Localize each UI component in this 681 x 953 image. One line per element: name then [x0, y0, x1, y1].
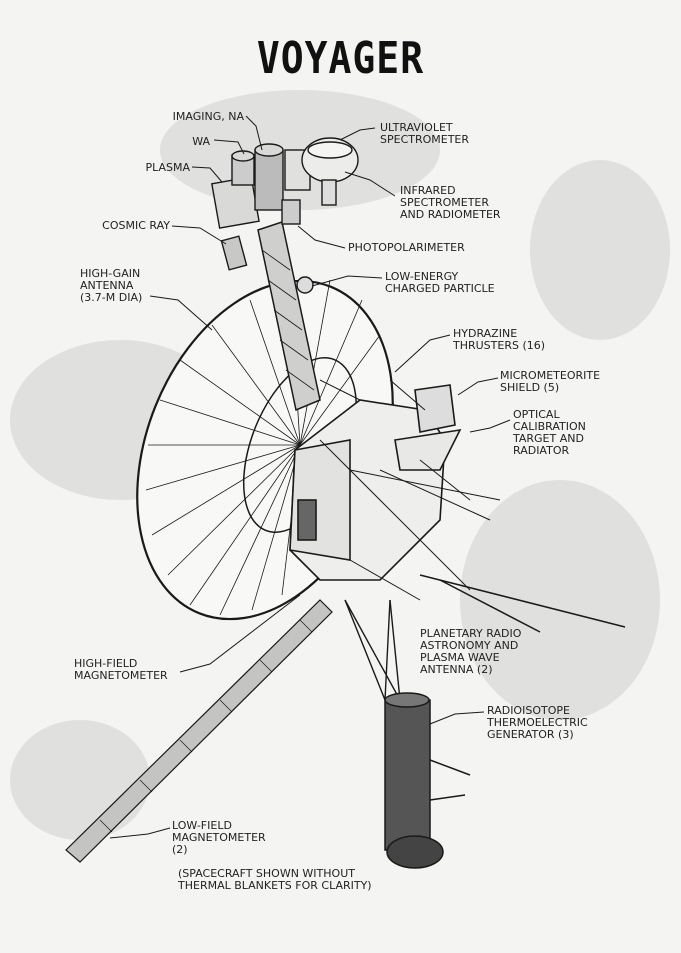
rtg-cylinders [384, 692, 471, 869]
label-high-gain-antenna: HIGH-GAIN ANTENNA (3.7-m DIA) [80, 267, 143, 304]
spacecraft-bus [289, 379, 501, 601]
label-plasma: PLASMA [145, 161, 190, 174]
label-planetary-radio: PLANETARY RADIO ASTRONOMY AND PLASMA WAV… [420, 627, 522, 676]
label-micrometeorite-shield: MICROMETEORITE SHIELD (5) [500, 369, 601, 394]
rtg-boom [344, 599, 401, 701]
magnetometer-boom [65, 599, 333, 863]
leader-lines [109, 115, 511, 839]
label-imaging-na: IMAGING, NA [172, 110, 244, 123]
label-rtg: RADIOISOTOPE THERMOELECTRIC GENERATOR (3… [487, 704, 588, 741]
label-hydrazine-thrusters: HYDRAZINE THRUSTERS (16) [453, 327, 546, 352]
label-infrared-spectrometer: INFRARED SPECTROMETER AND RADIOMETER [400, 184, 501, 221]
label-optical-calibration: OPTICAL CALIBRATION TARGET AND RADIATOR [513, 408, 586, 457]
label-cosmic-ray: COSMIC RAY [102, 219, 170, 232]
radio-antenna [419, 574, 626, 633]
label-high-field-magnetometer: HIGH-FIELD MAGNETOMETER [74, 657, 168, 682]
label-low-field-magnetometer: LOW-FIELD MAGNETOMETER (2) [172, 819, 266, 856]
page-title: VOYAGER [256, 32, 425, 84]
label-photopolarimeter: PHOTOPOLARIMETER [348, 241, 465, 254]
scan-platform [211, 137, 359, 294]
label-wa: WA [192, 135, 210, 148]
label-ultraviolet-spectrometer: ULTRAVIOLET SPECTROMETER [380, 121, 470, 146]
science-boom [257, 221, 321, 412]
clarity-note: (SPACECRAFT SHOWN WITHOUT THERMAL BLANKE… [178, 867, 372, 892]
label-low-energy-charged-particle: LOW-ENERGY CHARGED PARTICLE [385, 270, 495, 295]
